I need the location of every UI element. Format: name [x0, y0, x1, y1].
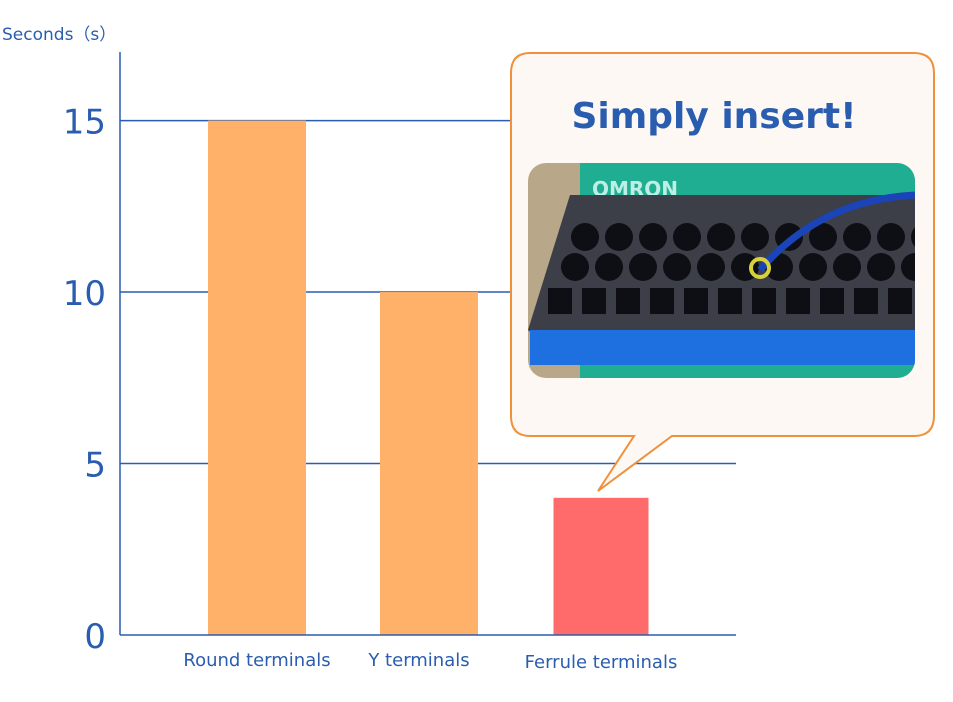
terminal-hole [867, 253, 895, 281]
y-tick-label: 5 [84, 446, 106, 486]
terminal-hole [707, 223, 735, 251]
terminal-block-photo: OMRON [528, 163, 953, 378]
y-axis-label: Seconds（s） [2, 25, 116, 45]
terminal-slot [684, 288, 708, 314]
terminal-hole [639, 223, 667, 251]
y-tick-label: 0 [84, 617, 106, 657]
x-tick-label: Ferrule terminals [525, 652, 678, 673]
terminal-hole [561, 253, 589, 281]
terminal-hole [935, 253, 953, 281]
terminal-hole [595, 253, 623, 281]
bar-ferrule-terminals [553, 497, 649, 635]
terminal-hole [605, 223, 633, 251]
y-tick-label: 15 [63, 103, 106, 143]
terminal-slot [650, 288, 674, 314]
bar-round-terminals [208, 120, 306, 635]
terminal-hole [833, 253, 861, 281]
terminal-slot [616, 288, 640, 314]
y-tick-label: 10 [63, 274, 106, 314]
terminal-slot [582, 288, 606, 314]
terminal-slot [752, 288, 776, 314]
terminal-hole [945, 223, 953, 251]
terminal-hole [629, 253, 657, 281]
terminal-hole [741, 223, 769, 251]
terminal-slot [718, 288, 742, 314]
terminal-slot [820, 288, 844, 314]
terminal-hole [809, 223, 837, 251]
bar-y-terminals [380, 292, 478, 635]
terminal-hole [901, 253, 915, 281]
terminal-hole [673, 223, 701, 251]
terminal-hole [799, 253, 827, 281]
terminal-slot [786, 288, 810, 314]
annotation-callout: Simply insert! OMRON [510, 52, 953, 492]
terminal-hole [663, 253, 691, 281]
x-tick-label: Y terminals [367, 650, 469, 671]
terminal-slot [888, 288, 912, 314]
terminal-hole [877, 223, 905, 251]
terminal-slot [548, 288, 572, 314]
terminal-hole [697, 253, 725, 281]
x-tick-label: Round terminals [183, 650, 330, 671]
terminal-hole [843, 223, 871, 251]
terminal-hole [571, 223, 599, 251]
terminal-slot [854, 288, 878, 314]
callout-title: Simply insert! [571, 96, 856, 137]
